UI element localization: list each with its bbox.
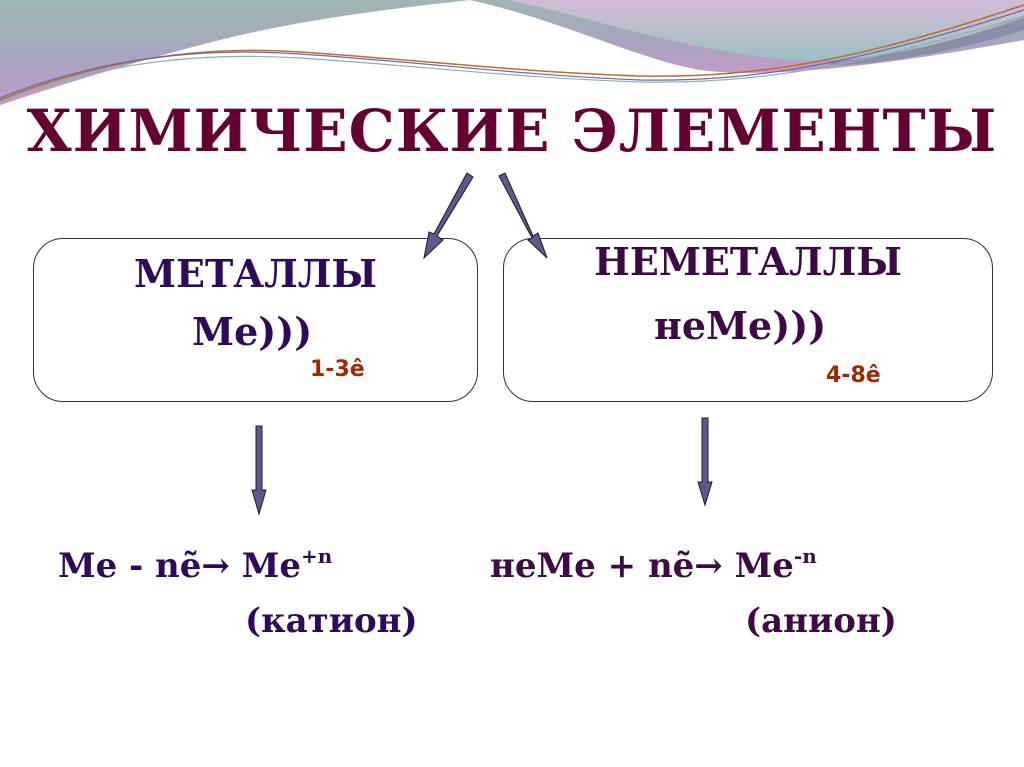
arrow-down-metals-icon xyxy=(251,425,267,516)
nonmetals-equation-lhs: неМе + nẽ→ Me xyxy=(490,546,794,586)
metals-electron-count: 1-3ê xyxy=(310,357,365,382)
metals-equation-lhs: Me - nẽ→ Me xyxy=(58,546,301,586)
metals-box: МЕТАЛЛЫ Me))) 1-3ê xyxy=(33,238,478,402)
nonmetals-box: НЕМЕТАЛЛЫ неМе))) 4-8ê xyxy=(503,238,993,402)
metals-charge: +n xyxy=(301,544,333,568)
nonmetals-electron-count: 4-8ê xyxy=(826,363,881,388)
nonmetals-charge: -n xyxy=(793,544,817,568)
metals-equation: Me - nẽ→ Me+n xyxy=(58,545,332,587)
arrow-down-nonmetals-icon xyxy=(697,417,713,507)
metals-ion-type: (катион) xyxy=(245,601,418,641)
nonmetals-label: НЕМЕТАЛЛЫ xyxy=(594,239,902,284)
nonmetals-symbol: неМе))) xyxy=(654,303,827,348)
page-title: ХИМИЧЕСКИЕ ЭЛЕМЕНТЫ xyxy=(26,97,998,165)
decorative-wave-header xyxy=(0,0,1024,105)
nonmetals-ion-type: (анион) xyxy=(745,601,897,641)
metals-symbol: Me))) xyxy=(192,309,313,354)
metals-label: МЕТАЛЛЫ xyxy=(133,251,378,296)
nonmetals-equation: неМе + nẽ→ Me-n xyxy=(490,545,817,587)
